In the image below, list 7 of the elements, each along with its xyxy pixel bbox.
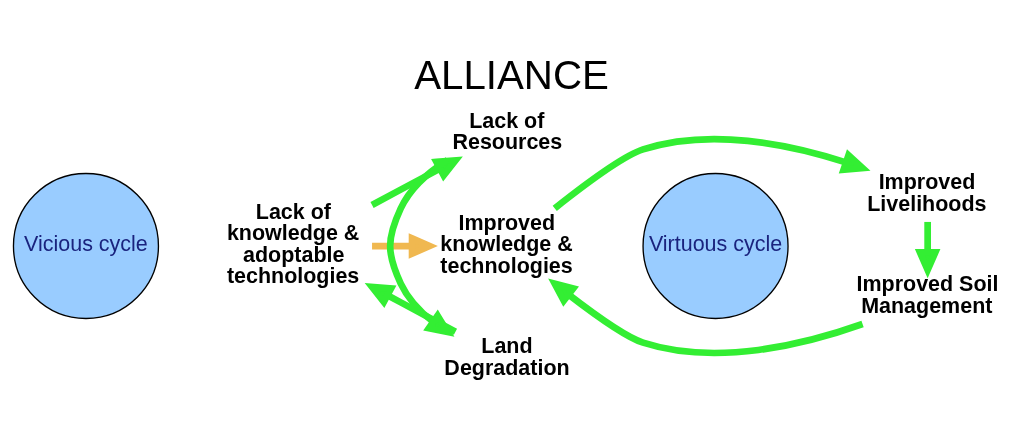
diagram-title: ALLIANCE (414, 52, 609, 98)
node-text: Improved Soil Management (856, 272, 999, 318)
node-text: Lack of Resources (452, 108, 563, 155)
node-text: Improved Livelihoods (867, 170, 987, 216)
node-text: Improved knowledge & technologies (440, 210, 573, 278)
node-text: Land Degradation (444, 334, 570, 380)
node-text: Lack of knowledge & adoptable technologies (226, 199, 360, 289)
